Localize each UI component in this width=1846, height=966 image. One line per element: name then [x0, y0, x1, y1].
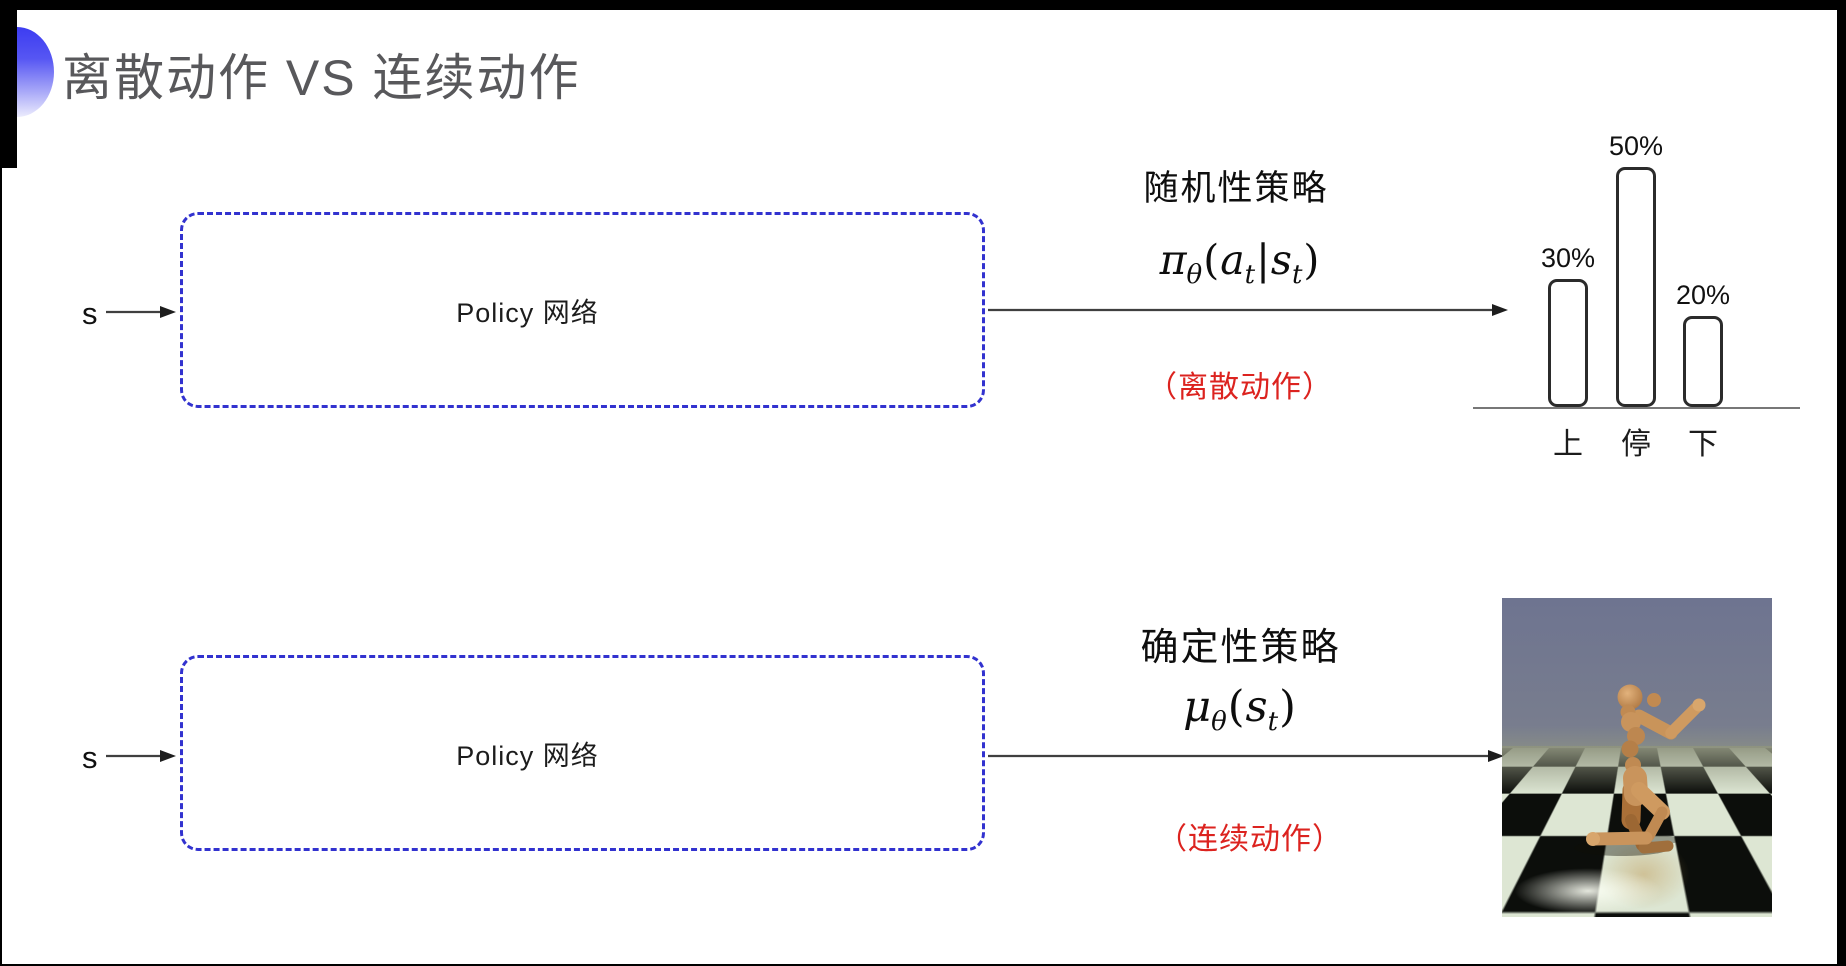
formula-action-arg: a	[1220, 236, 1245, 284]
formula-fn: π	[1159, 236, 1187, 284]
policy-type-label: 确定性策略	[1140, 627, 1341, 669]
action-type-tag: （离散动作）	[1147, 371, 1333, 404]
arrowhead-icon	[1488, 750, 1504, 762]
action-prob-chart: 30% 50% 20% 上 停 下	[1473, 118, 1800, 461]
chart-bar: 30%	[1541, 243, 1595, 407]
formula-fn-sub: θ	[1211, 707, 1227, 737]
policy-network-box: Policy 网络	[180, 212, 985, 408]
formula-fn-sub: θ	[1186, 260, 1203, 290]
formula-cond-bar: |	[1256, 236, 1270, 284]
chart-bar: 20%	[1676, 280, 1730, 407]
humanoid-render	[1502, 598, 1772, 917]
input-arrow	[106, 750, 176, 762]
stochastic-policy-formula: πθ(at|st)	[1140, 236, 1340, 290]
state-input-label: s	[82, 740, 98, 775]
formula-action-sub: t	[1244, 260, 1256, 290]
bar-value-label: 50%	[1608, 131, 1664, 161]
action-type-tag: （连续动作）	[1157, 823, 1343, 856]
bar-axis-label: 下	[1688, 428, 1718, 461]
humanoid-figure	[1574, 684, 1706, 856]
formula-fn: μ	[1183, 682, 1212, 732]
arrowhead-icon	[160, 306, 176, 318]
formula-state-arg: s	[1270, 236, 1292, 284]
bar-value-label: 30%	[1540, 243, 1596, 273]
arrowhead-icon	[1492, 304, 1508, 316]
formula-close-paren: )	[1279, 682, 1296, 732]
formula-state-sub: t	[1291, 260, 1303, 290]
policy-output-arrow	[988, 304, 1508, 316]
policy-type-label: 随机性策略	[1143, 169, 1329, 208]
formula-open-paren: (	[1203, 236, 1220, 284]
bar-value-label: 20%	[1675, 280, 1731, 310]
arrowhead-icon	[160, 750, 176, 762]
bar-axis-label: 上	[1553, 428, 1583, 461]
policy-network-box: Policy 网络	[180, 655, 985, 851]
policy-network-label: Policy 网络	[456, 740, 599, 771]
policy-network-label: Policy 网络	[456, 297, 599, 328]
deterministic-policy-formula: μθ(st)	[1155, 682, 1325, 737]
state-input-label: s	[82, 296, 98, 331]
letterbox-corner	[0, 0, 17, 168]
input-arrow	[106, 306, 176, 318]
bar-axis-label: 停	[1621, 428, 1651, 461]
formula-state-arg: s	[1245, 682, 1268, 732]
policy-output-arrow	[988, 750, 1504, 762]
formula-state-sub: t	[1267, 707, 1279, 737]
formula-close-paren: )	[1303, 236, 1320, 284]
floor-highlight	[1508, 866, 1668, 916]
chart-bar: 50%	[1609, 131, 1663, 407]
page-title: 离散动作 VS 连续动作	[62, 50, 581, 106]
formula-open-paren: (	[1227, 682, 1245, 732]
